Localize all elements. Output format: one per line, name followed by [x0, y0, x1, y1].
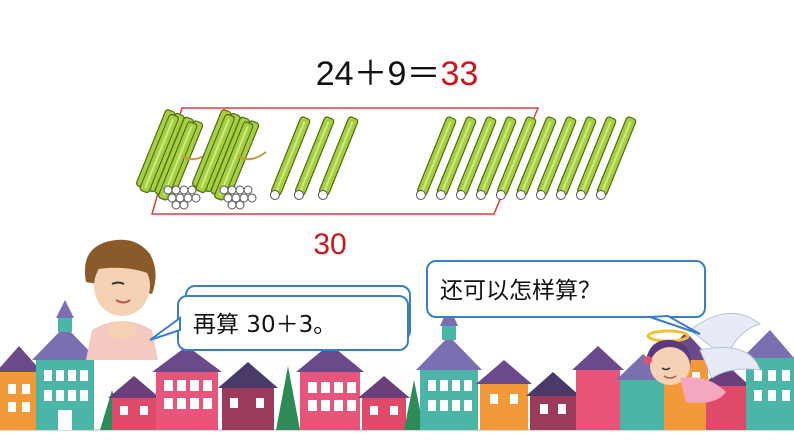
tens-label: 30: [313, 228, 347, 261]
single-sticks: [269, 115, 638, 200]
single-stick: [475, 115, 518, 200]
single-stick: [515, 115, 558, 200]
girl-illustration: [84, 239, 158, 360]
single-stick: [435, 115, 478, 200]
single-stick: [415, 115, 458, 200]
single-stick: [495, 115, 538, 200]
girl-speech-bubble: 再算 30＋3。: [177, 295, 409, 351]
fairy-speech-bubble: 还可以怎样算？: [426, 260, 706, 318]
equation-left: 24＋9＝: [315, 55, 441, 93]
single-stick: [555, 115, 598, 200]
equation: 24＋9＝33: [0, 46, 794, 95]
single-stick: [455, 115, 498, 200]
stick-bundle: [134, 107, 211, 210]
single-stick: [535, 115, 578, 200]
single-stick: [293, 115, 336, 200]
single-stick: [575, 115, 618, 200]
single-stick: [595, 115, 638, 200]
single-stick: [317, 115, 360, 200]
stick-bundle: [190, 107, 267, 210]
single-stick: [269, 115, 312, 200]
equation-answer: 33: [440, 55, 479, 93]
fairy-illustration: [644, 312, 762, 403]
